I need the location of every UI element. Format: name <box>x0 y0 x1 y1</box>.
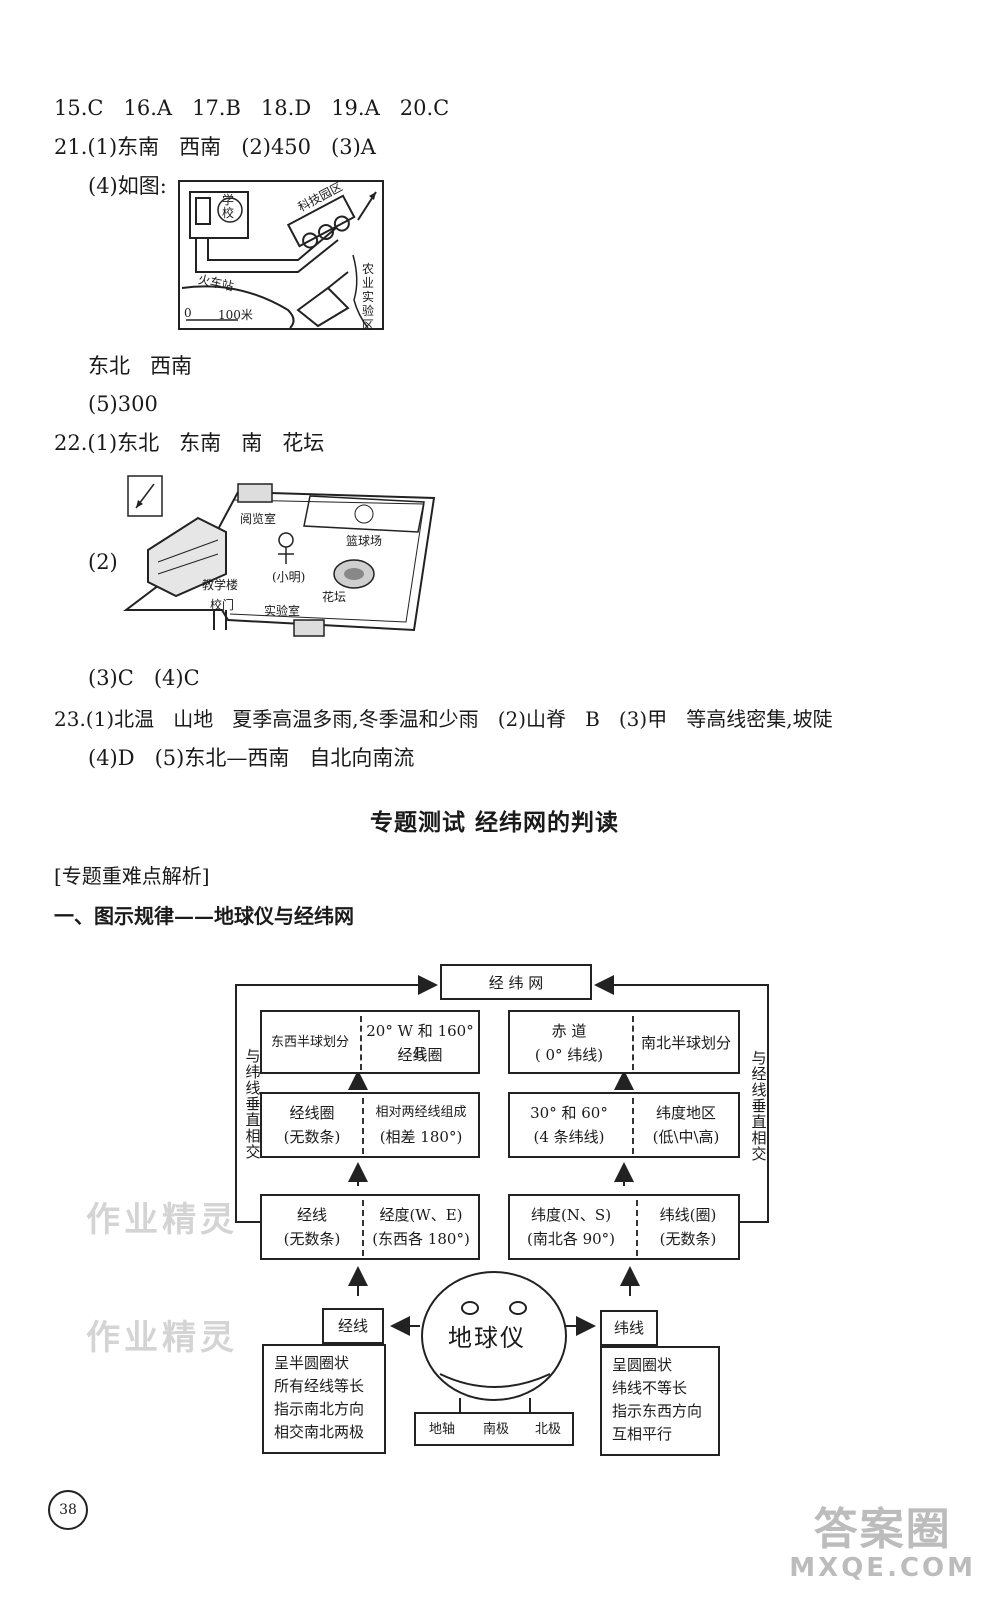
section-title: 专题测试 经纬网的判读 <box>370 809 620 836</box>
box-r1: 赤 道 ( 0° 纬线) 南北半球划分 <box>508 1010 740 1074</box>
box-r3-a1: 纬度(N、S) <box>530 1206 612 1224</box>
answer-21-4: (4)如图: <box>88 174 167 198</box>
jingxian-list-2: 指示南北方向 <box>274 1400 365 1418</box>
weixian-box: 纬线 <box>600 1310 658 1346</box>
answer-22-2: (2) <box>88 550 118 574</box>
map1-scale-length: 100米 <box>218 308 253 322</box>
box-r1-a1: 赤 道 <box>551 1022 587 1040</box>
jingxian-list-box: 呈半圆圈状 所有经线等长 指示南北方向 相交南北两极 <box>262 1344 386 1454</box>
answer-23-2: (4)D (5)东北—西南 自北向南流 <box>88 746 415 770</box>
jingxian-box: 经线 <box>322 1308 384 1344</box>
diagram-top-box: 经 纬 网 <box>440 964 592 1000</box>
box-l2: 经线圈 (无数条) 相对两经线组成 (相差 180°) <box>260 1092 480 1158</box>
site-logo-url: MXQE.COM <box>789 1553 976 1583</box>
box-l1-a: 东西半球划分 <box>270 1035 349 1050</box>
watermark-1: 作业精灵 <box>86 1200 238 1240</box>
box-l3-b1: 经度(W、E) <box>379 1206 463 1224</box>
map2-reading-label: 阅览室 <box>240 512 277 526</box>
box-l3-a2: (无数条) <box>283 1230 341 1248</box>
box-l1-b1: 20° W 和 160° E <box>366 1022 474 1062</box>
diagram-top-label: 经 纬 网 <box>488 974 544 992</box>
box-r3-b1: 纬线(圈) <box>659 1206 717 1224</box>
answer-21-1: 21.(1)东南 西南 (2)450 (3)A <box>54 135 376 159</box>
jingxian-list-0: 呈半圆圈状 <box>274 1354 350 1372</box>
site-logo: 答案圈 MXQE.COM <box>789 1504 976 1583</box>
globe-base-north: 北极 <box>534 1422 561 1437</box>
box-r1-b: 南北半球划分 <box>640 1034 731 1052</box>
answer-23-1: 23.(1)北温 山地 夏季高温多雨,冬季温和少雨 (2)山脊 B (3)甲 等… <box>54 707 833 731</box>
box-r2-divider <box>632 1098 634 1154</box>
page-number: 38 <box>48 1490 88 1530</box>
weixian-label: 纬线 <box>613 1319 644 1337</box>
box-r3-b2: (无数条) <box>659 1230 717 1248</box>
box-l2-divider <box>362 1098 364 1154</box>
globe-base-box: 地轴 南极 北极 <box>414 1412 574 1446</box>
map1-farm-label: 农业实验区 <box>362 262 375 332</box>
box-l2-a2: (无数条) <box>283 1128 341 1146</box>
box-r3: 纬度(N、S) (南北各 90°) 纬线(圈) (无数条) <box>508 1194 740 1260</box>
box-r1-divider <box>632 1016 634 1070</box>
route-map-drawing <box>178 180 384 330</box>
globe-label: 地球仪 <box>448 1324 526 1352</box>
box-l2-b1: 相对两经线组成 <box>375 1105 467 1120</box>
map2-lab-label: 实验室 <box>264 604 301 618</box>
diagram-right-side-label: 与经线垂直相交 <box>751 1049 767 1163</box>
map2-teaching-label: 教学楼 <box>202 578 239 592</box>
box-l3-divider <box>362 1200 364 1256</box>
weixian-list-box: 呈圆圈状 纬线不等长 指示东西方向 互相平行 <box>600 1346 720 1456</box>
section-heading: 一、图示规律——地球仪与经纬网 <box>54 904 354 928</box>
weixian-list-0: 呈圆圈状 <box>612 1356 673 1374</box>
answer-22-3: (3)C (4)C <box>88 666 200 690</box>
box-l3-b2: (东西各 180°) <box>372 1230 470 1248</box>
map2-flower-label: 花坛 <box>322 590 347 604</box>
map2-gate-label: 校门 <box>210 598 235 612</box>
box-r2: 30° 和 60° (4 条纬线) 纬度地区 (低\中\高) <box>508 1092 740 1158</box>
box-r2-a1: 30° 和 60° <box>530 1104 608 1122</box>
map2-xiaoming-label: (小明) <box>272 570 306 584</box>
jingxian-list-3: 相交南北两极 <box>274 1423 365 1441</box>
box-r2-b1: 纬度地区 <box>655 1104 716 1122</box>
map1-scale-zero: 0 <box>184 306 192 320</box>
globe-icon <box>421 1271 567 1412</box>
box-l2-a1: 经线圈 <box>289 1104 335 1122</box>
answer-21-5: (5)300 <box>88 392 158 416</box>
campus-map-drawing <box>123 475 436 637</box>
answer-22-1: 22.(1)东北 东南 南 花坛 <box>54 431 325 455</box>
box-r1-a2: ( 0° 纬线) <box>534 1046 604 1064</box>
weixian-list-2: 指示东西方向 <box>612 1402 703 1420</box>
site-logo-text: 答案圈 <box>813 1504 952 1555</box>
box-r2-b2: (低\中\高) <box>652 1128 720 1146</box>
weixian-list-3: 互相平行 <box>612 1425 673 1443</box>
box-l3: 经线 (无数条) 经度(W、E) (东西各 180°) <box>260 1194 480 1260</box>
jingxian-label: 经线 <box>337 1317 368 1335</box>
box-l1-b2: 经线圈 <box>397 1046 443 1064</box>
watermark-2: 作业精灵 <box>86 1318 238 1358</box>
answer-row-15-20: 15.C 16.A 17.B 18.D 19.A 20.C <box>54 96 450 120</box>
weixian-list-1: 纬线不等长 <box>612 1379 688 1397</box>
box-l3-a1: 经线 <box>296 1206 327 1224</box>
answer-21-4-result: 东北 西南 <box>88 354 193 378</box>
box-l1-divider <box>360 1016 362 1070</box>
box-l1: 东西半球划分 20° W 和 160° E 经线圈 <box>260 1010 480 1074</box>
map1-school-label: 学校 <box>222 193 235 220</box>
box-l2-b2: (相差 180°) <box>379 1128 463 1146</box>
route-map-figure: 学校 科技园区 火车站 农业实验区 0 100米 <box>178 179 384 332</box>
map2-basketball-label: 篮球场 <box>346 534 383 548</box>
box-r2-a2: (4 条纬线) <box>533 1128 605 1146</box>
box-r3-divider <box>636 1200 638 1256</box>
jingxian-list-1: 所有经线等长 <box>274 1377 365 1395</box>
box-r3-a2: (南北各 90°) <box>526 1230 616 1248</box>
globe-base-south: 南极 <box>482 1422 509 1437</box>
diagram-left-side-label: 与纬线垂直相交 <box>245 1047 261 1161</box>
globe-base-axis: 地轴 <box>428 1422 455 1437</box>
campus-map-figure: 阅览室 篮球场 (小明) 教学楼 校门 实验室 花坛 <box>118 470 440 645</box>
section-bracket: [专题重难点解析] <box>54 864 210 888</box>
